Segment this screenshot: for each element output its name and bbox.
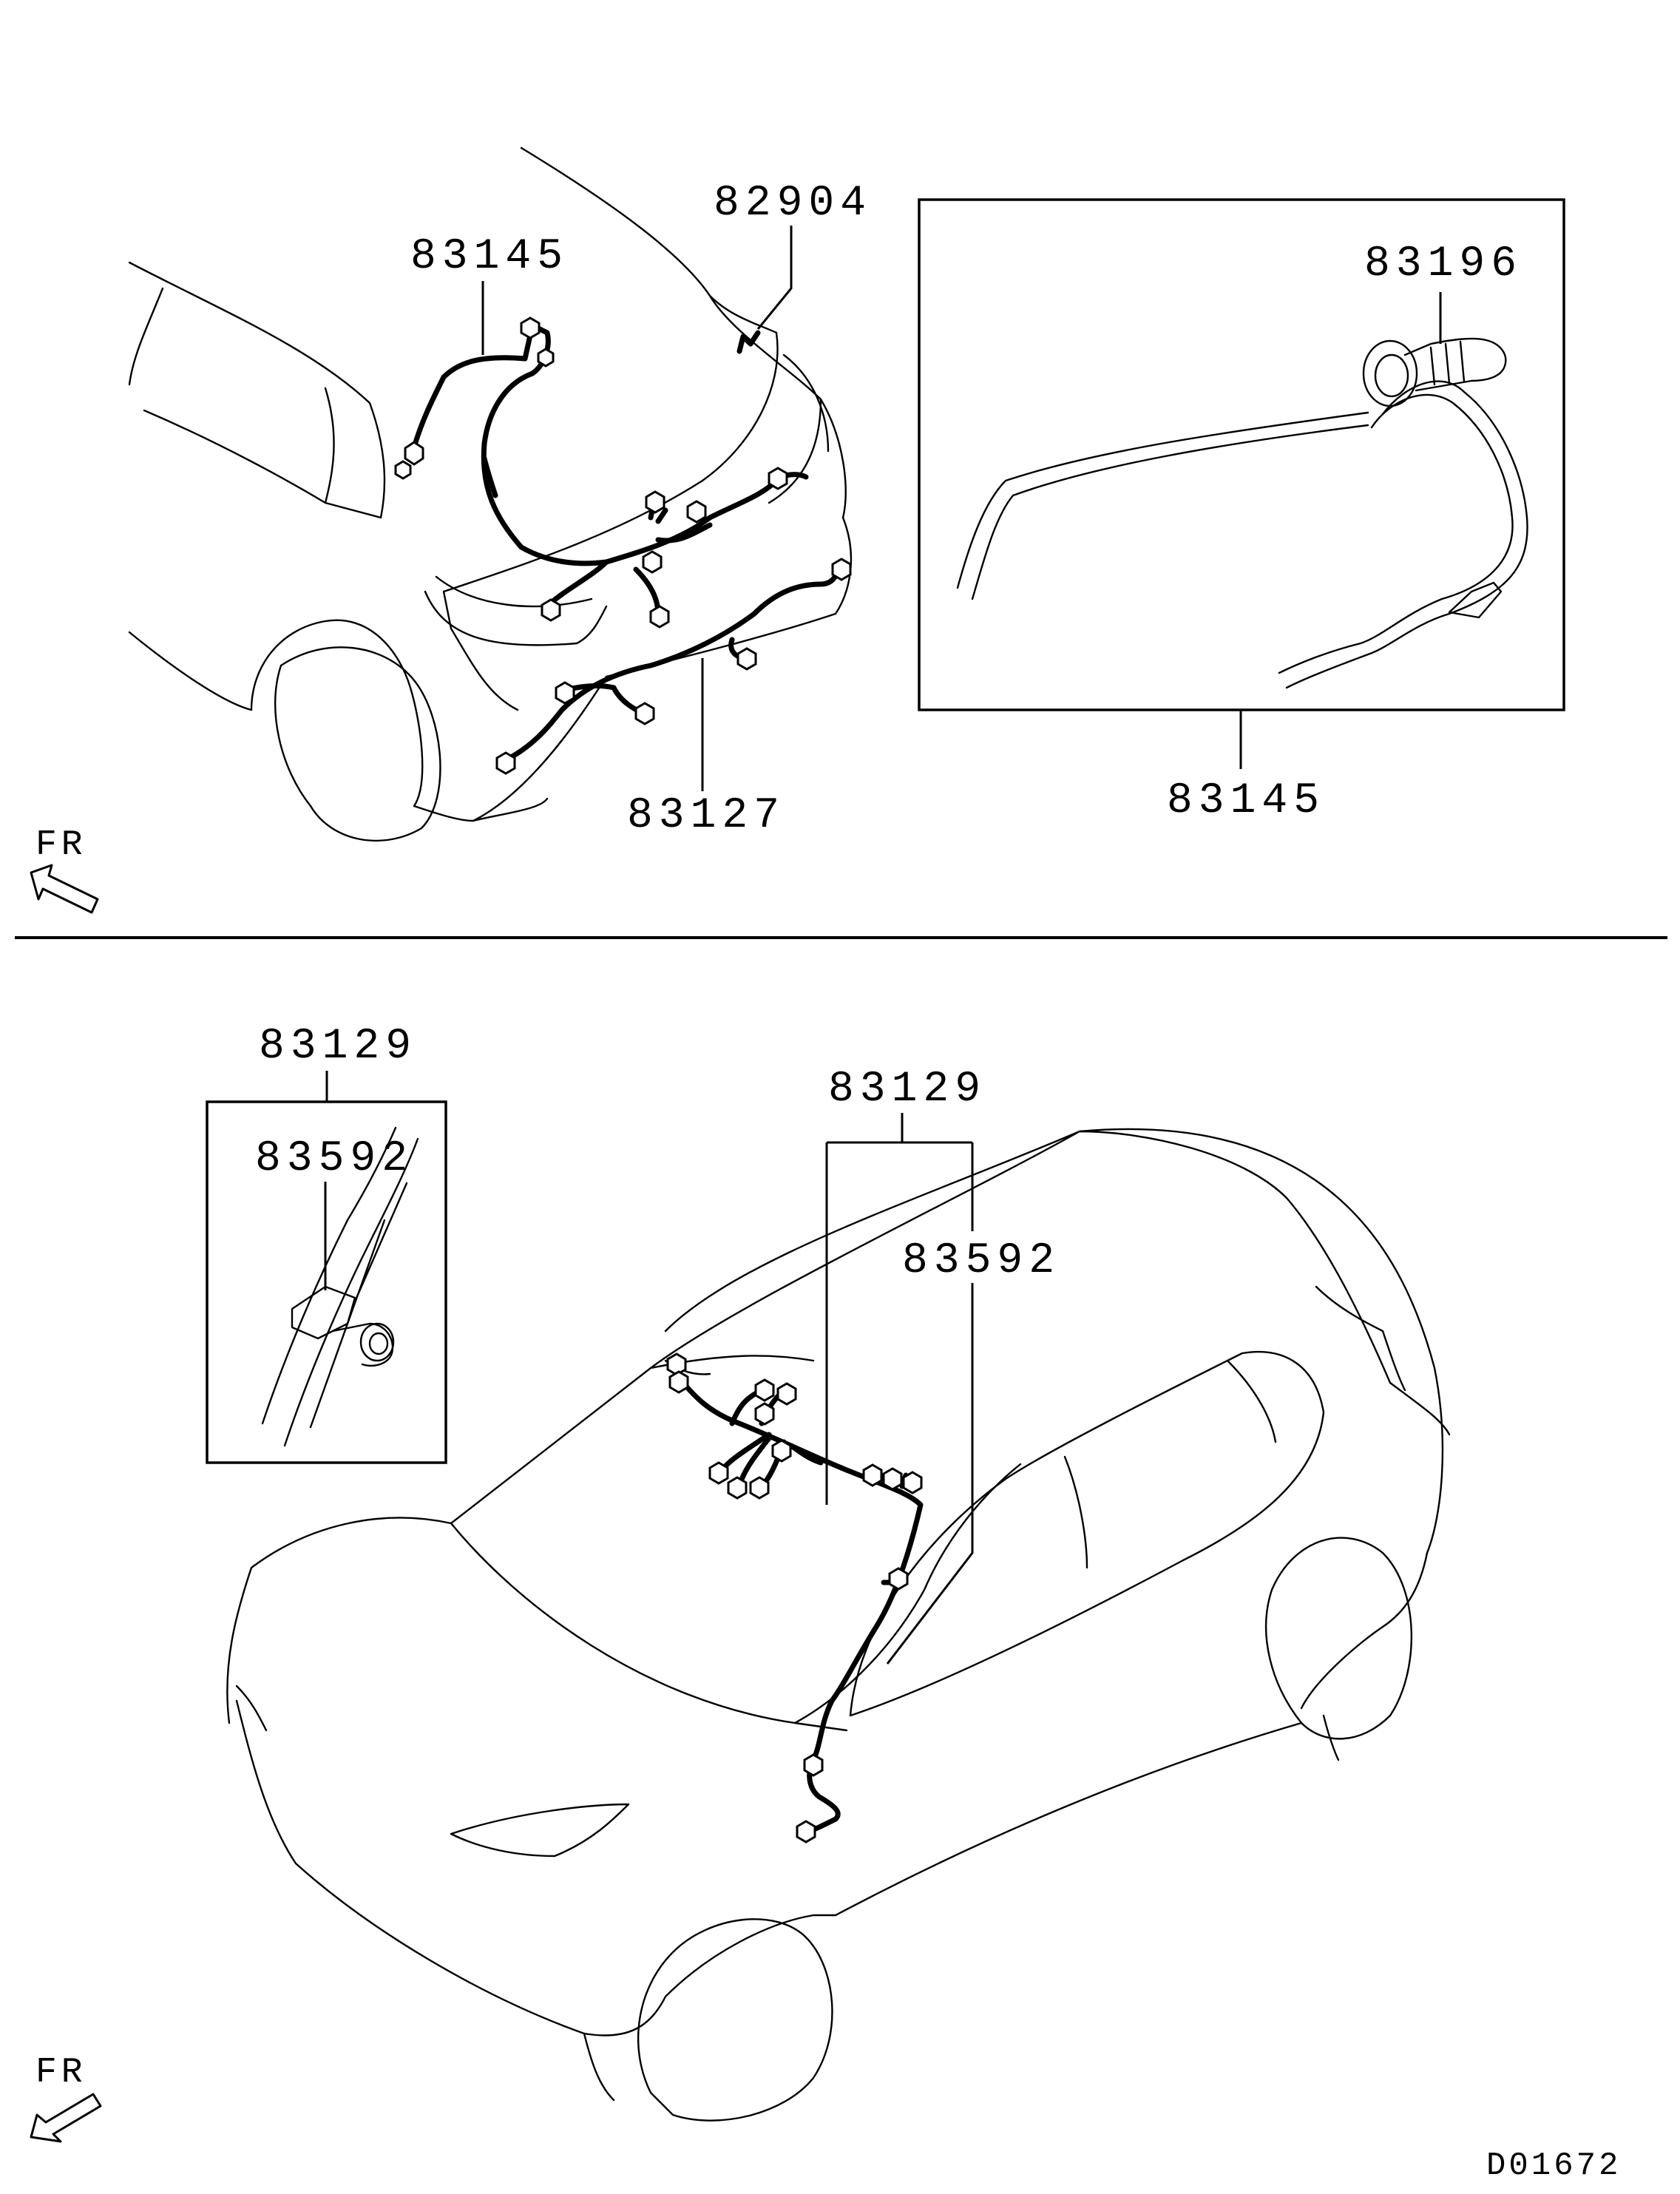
label-83129-main: 83129 bbox=[825, 1066, 986, 1505]
connector-icon bbox=[754, 1378, 775, 1402]
connector-icon bbox=[520, 316, 541, 339]
harness-83145-wiring bbox=[411, 322, 809, 617]
connector-icon bbox=[666, 1352, 687, 1376]
detail-panel-grommet: 83196 83145 bbox=[918, 198, 1565, 825]
harness-83129-wiring bbox=[676, 1358, 924, 1835]
top-view-connectors bbox=[394, 316, 852, 775]
connector-icon bbox=[882, 1467, 903, 1491]
fr-label: FR bbox=[35, 825, 87, 865]
label-83592-main: 83592 bbox=[886, 1237, 1060, 1665]
connector-icon bbox=[727, 1476, 748, 1500]
connector-icon bbox=[749, 1476, 770, 1500]
connector-icon bbox=[634, 702, 655, 725]
connector-icon bbox=[803, 1753, 824, 1777]
rear-vehicle-outline bbox=[128, 146, 853, 842]
part-number-label: 83592 bbox=[255, 1135, 413, 1183]
connector-icon bbox=[768, 467, 788, 490]
connector-icon bbox=[555, 681, 575, 705]
label-83127: 83127 bbox=[627, 658, 785, 840]
connector-icon bbox=[642, 550, 663, 574]
connector-icon bbox=[736, 647, 757, 671]
part-number-label: 83145 bbox=[1167, 777, 1325, 825]
connector-icon bbox=[831, 558, 852, 581]
front-arrow-icon bbox=[30, 2093, 102, 2143]
front-arrow-icon bbox=[30, 864, 99, 914]
connector-icon bbox=[771, 1439, 792, 1463]
harness-82904-clip bbox=[736, 330, 761, 354]
connector-icon bbox=[776, 1382, 797, 1406]
connector-icon bbox=[708, 1461, 729, 1485]
label-83145-top: 83145 bbox=[410, 233, 569, 355]
connector-icon bbox=[404, 441, 424, 466]
orientation-indicator-top: FR bbox=[30, 825, 99, 914]
connector-icon bbox=[902, 1471, 923, 1494]
connector-icon bbox=[649, 605, 670, 629]
part-number-label: 83592 bbox=[902, 1237, 1060, 1285]
part-number-label: 83196 bbox=[1364, 240, 1522, 288]
connector-icon bbox=[645, 490, 665, 514]
connector-icon bbox=[796, 1820, 816, 1843]
bottom-view-connectors bbox=[666, 1352, 923, 1843]
connector-icon bbox=[495, 751, 516, 775]
part-number-label: 83129 bbox=[828, 1066, 986, 1114]
label-82904: 82904 bbox=[714, 180, 872, 330]
connector-icon bbox=[668, 1370, 689, 1394]
connector-icon bbox=[686, 500, 707, 524]
connector-icon bbox=[537, 348, 555, 368]
drawing-code: D01672 bbox=[1486, 2147, 1621, 2184]
connector-icon bbox=[888, 1567, 909, 1591]
part-number-label: 83127 bbox=[627, 792, 785, 840]
fr-label: FR bbox=[35, 2053, 87, 2093]
connector-icon bbox=[754, 1402, 775, 1426]
connector-icon bbox=[394, 460, 412, 480]
orientation-indicator-bottom: FR bbox=[30, 2053, 102, 2143]
detail-panel-clip: 83129 83592 bbox=[206, 1023, 447, 1464]
part-number-label: 82904 bbox=[714, 180, 872, 228]
front-vehicle-outline bbox=[226, 1128, 1451, 2122]
connector-icon bbox=[541, 598, 561, 622]
part-number-label: 83129 bbox=[259, 1023, 417, 1071]
part-number-label: 83145 bbox=[410, 233, 569, 281]
connector-icon bbox=[862, 1463, 883, 1487]
